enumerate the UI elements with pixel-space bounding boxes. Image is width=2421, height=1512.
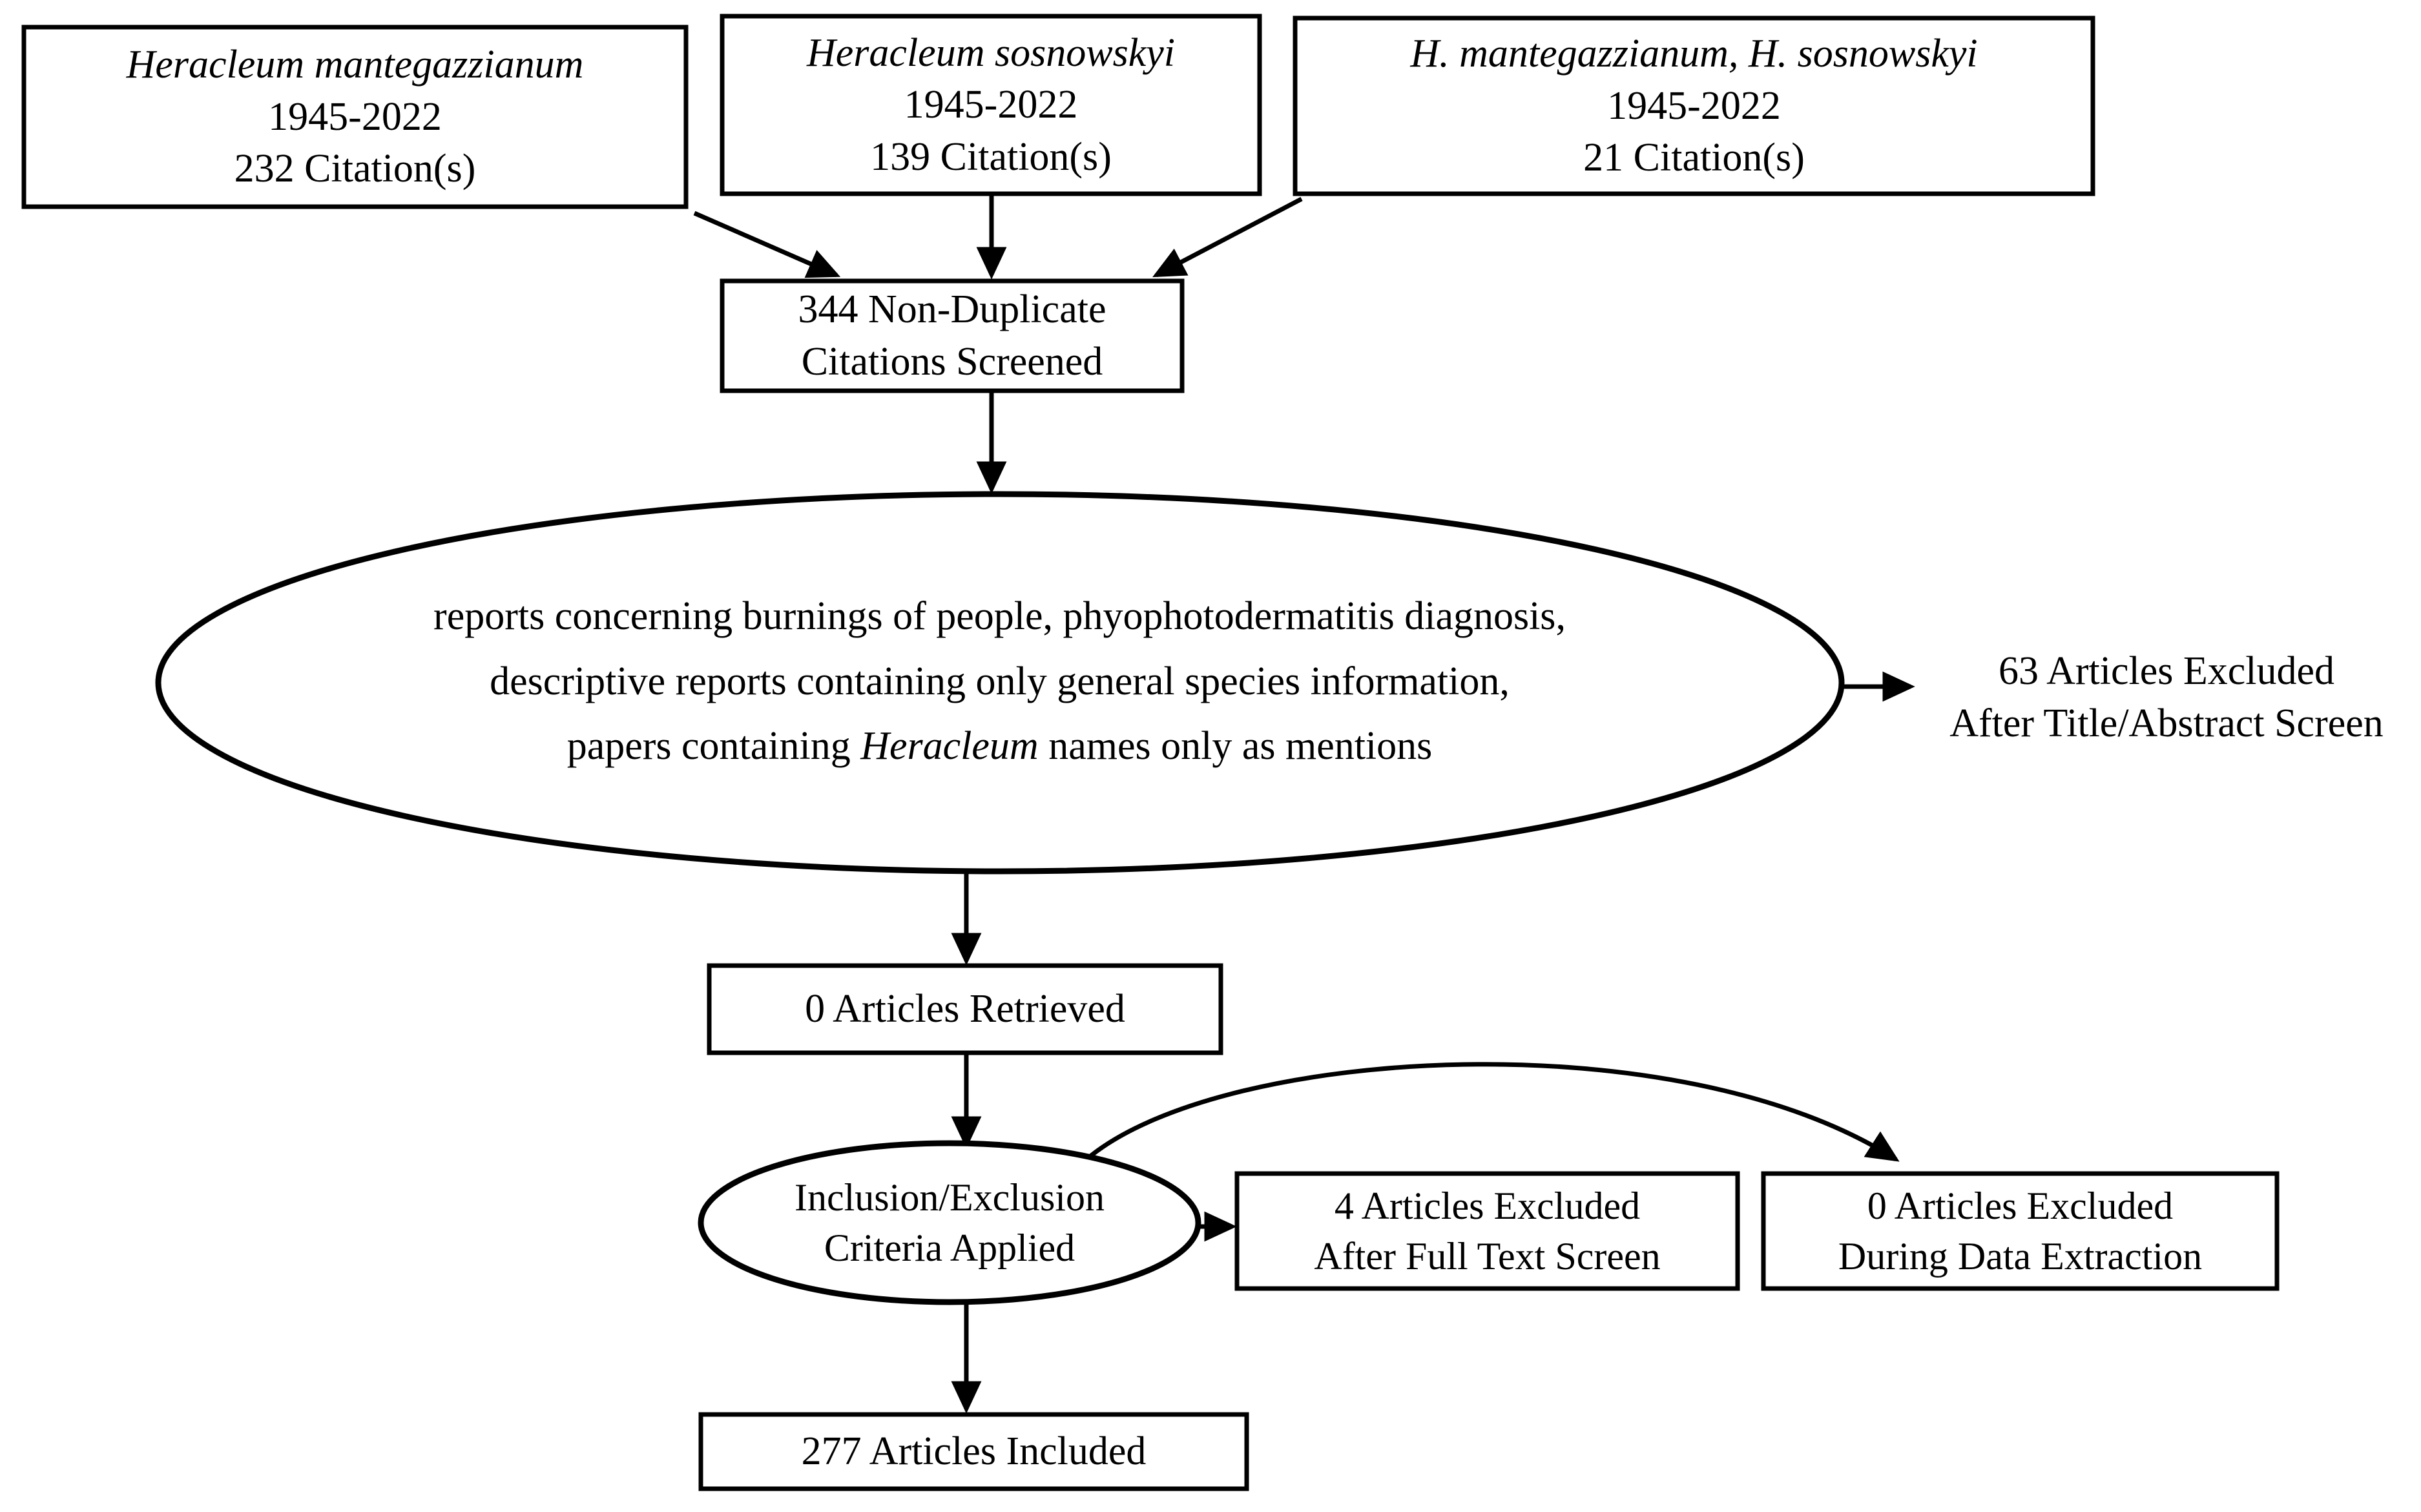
arrow-source3-to-screened — [1152, 196, 1303, 278]
source-box-sosnowskyi-label: Heracleum sosnowskyi 1945-2022 139 Citat… — [722, 16, 1260, 194]
excluded-ft-line-2: After Full Text Screen — [1314, 1235, 1661, 1278]
criteria-line-3-suffix: names only as mentions — [1038, 724, 1433, 769]
criteria-line-3-genus: Heracleum — [860, 724, 1039, 769]
inclusion-exclusion-ellipse-label: Inclusion/Exclusion Criteria Applied — [701, 1143, 1198, 1301]
criteria-line-2: descriptive reports containing only gene… — [490, 659, 1510, 703]
arrow-source1-to-screened — [693, 211, 841, 278]
source-species-name: H. mantegazzianum, H. sosnowskyi — [1410, 32, 1978, 76]
retrieved-box-label: 0 Articles Retrieved — [709, 966, 1221, 1053]
screened-line-2: Citations Screened — [801, 340, 1103, 384]
excluded-ta-line-2: After Title/Abstract Screen — [1949, 701, 2384, 745]
excluded-data-extraction-label: 0 Articles Excluded During Data Extracti… — [1763, 1174, 2277, 1289]
source-year-range: 1945-2022 — [268, 94, 442, 139]
screened-line-1: 344 Non-Duplicate — [798, 287, 1107, 332]
inclusion-exclusion-line-2: Criteria Applied — [824, 1226, 1075, 1269]
included-box-label: 277 Articles Included — [701, 1414, 1247, 1489]
source-box-both-label: H. mantegazzianum, H. sosnowskyi 1945-20… — [1295, 18, 2093, 194]
source-box-mantegazzianum-label: Heracleum mantegazzianum 1945-2022 232 C… — [24, 27, 686, 207]
inclusion-exclusion-line-1: Inclusion/Exclusion — [795, 1175, 1105, 1219]
included-count-label: 277 Articles Included — [801, 1429, 1147, 1474]
source-citation-count: 21 Citation(s) — [1583, 136, 1805, 180]
source-species-name: Heracleum mantegazzianum — [126, 43, 584, 87]
source-citation-count: 232 Citation(s) — [234, 147, 476, 191]
source-year-range: 1945-2022 — [904, 83, 1078, 127]
retrieved-count-label: 0 Articles Retrieved — [805, 987, 1125, 1031]
source-species-name: Heracleum sosnowskyi — [807, 30, 1175, 75]
excluded-de-line-1: 0 Articles Excluded — [1867, 1185, 2174, 1227]
criteria-ellipse-label: reports concerning burnings of people, p… — [158, 517, 1841, 846]
criteria-line-1: reports concerning burnings of people, p… — [433, 594, 1566, 639]
source-citation-count: 139 Citation(s) — [870, 134, 1112, 179]
screened-box-label: 344 Non-Duplicate Citations Screened — [722, 281, 1182, 391]
excluded-ta-line-1: 63 Articles Excluded — [1999, 649, 2334, 694]
criteria-line-3-prefix: papers containing — [566, 724, 861, 769]
excluded-title-abstract-label: 63 Articles Excluded After Title/Abstrac… — [1912, 649, 2421, 746]
excluded-full-text-label: 4 Articles Excluded After Full Text Scre… — [1237, 1174, 1738, 1289]
arrow-criteria2-to-excluded-de — [1088, 1062, 1900, 1162]
excluded-de-line-2: During Data Extraction — [1838, 1235, 2203, 1278]
criteria-line-3: papers containing Heracleum names only a… — [567, 714, 1433, 778]
excluded-ft-line-1: 4 Articles Excluded — [1334, 1185, 1641, 1227]
source-year-range: 1945-2022 — [1607, 83, 1781, 128]
